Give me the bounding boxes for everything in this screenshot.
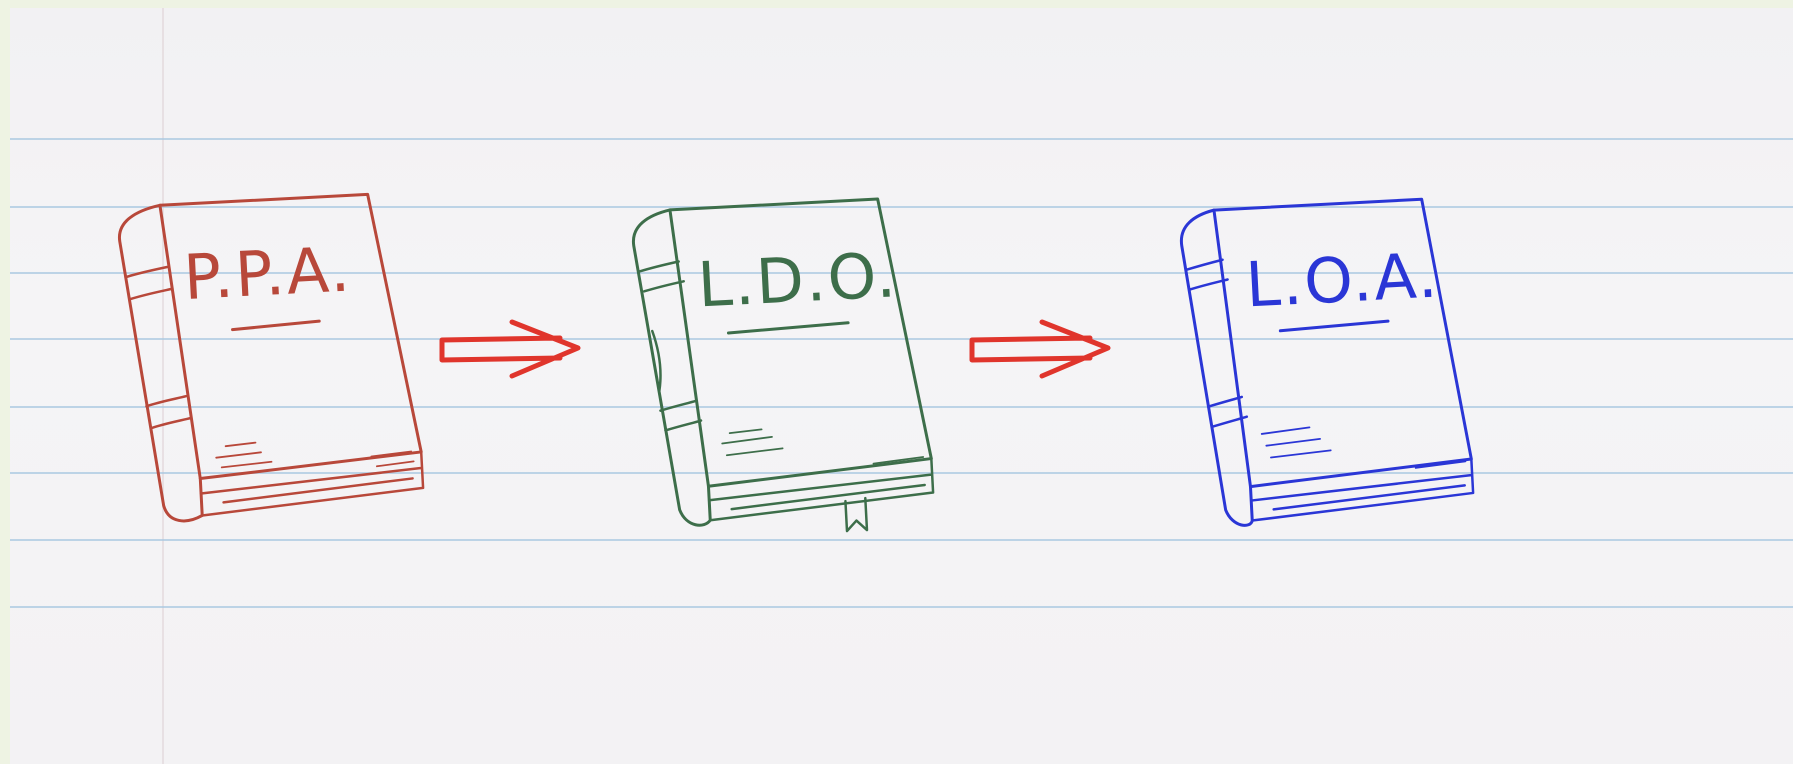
title-underline (232, 321, 319, 330)
title-underline (728, 323, 848, 333)
book-title: L.O.A. (1244, 238, 1441, 321)
book-loa: L.O.A. (1180, 197, 1474, 528)
book-title: L.D.O. (696, 238, 899, 321)
book-pages (1250, 459, 1474, 521)
arrow-right-icon (442, 322, 578, 376)
book-page-hatch (1262, 419, 1466, 476)
arrow-right-icon (972, 322, 1108, 376)
book-page-hatch (216, 434, 414, 474)
book-pages (708, 459, 934, 521)
book-title: P.P.A. (182, 232, 354, 314)
title-underline (1280, 321, 1388, 331)
book-ppa: P.P.A. (118, 192, 424, 523)
book-ldo: L.D.O. (632, 197, 935, 542)
book-spine-band (639, 261, 702, 432)
book-pages (200, 452, 424, 516)
book-spine (1180, 209, 1253, 528)
